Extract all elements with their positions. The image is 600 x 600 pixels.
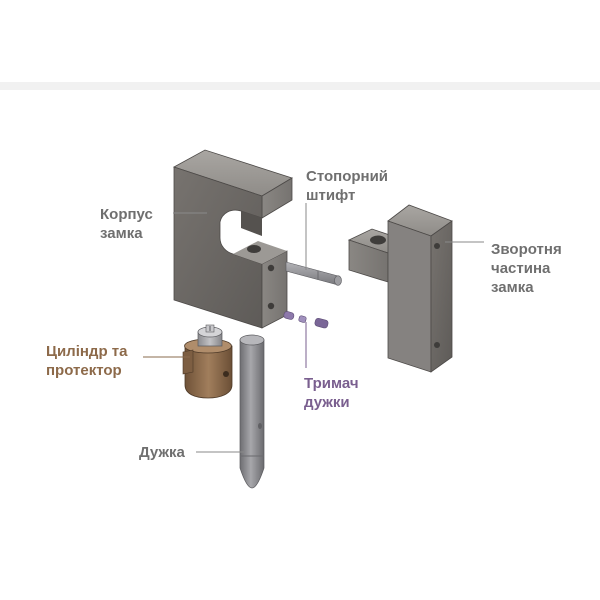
back-part-of-lock (347, 204, 453, 373)
cylinder-label: Циліндр та протектор (46, 342, 127, 380)
back-part-label: Зворотня частина замка (491, 240, 562, 297)
stop-pin-label-line1: Стопорний (306, 168, 389, 185)
lock-body-label-line2: замка (100, 225, 143, 242)
lock-body-part (173, 149, 293, 329)
back-part-label-line2: частина (491, 260, 551, 277)
shackle-label-line1: Дужка (139, 444, 185, 461)
stop-pin-label: Стопорний штифт (306, 167, 388, 205)
cylinder-label-line1: Циліндр та (46, 343, 128, 360)
shackle-retainer-part (283, 311, 329, 329)
shackle-retainer-label: Тримач дужки (304, 374, 359, 412)
stop-pin-part (285, 261, 342, 286)
back-part-label-line1: Зворотня (491, 241, 562, 258)
background-strip (0, 82, 600, 90)
cylinder-part (182, 324, 233, 399)
lock-body-label: Корпус замка (100, 205, 153, 243)
shackle-retainer-label-line1: Тримач (304, 375, 359, 392)
shackle-label: Дужка (139, 443, 185, 462)
shackle-part (239, 334, 265, 489)
shackle-retainer-label-line2: дужки (304, 394, 350, 411)
cylinder-label-line2: протектор (46, 362, 122, 379)
stop-pin-label-line2: штифт (306, 187, 356, 204)
lock-body-label-line1: Корпус (100, 206, 153, 223)
back-part-label-line3: замка (491, 279, 534, 296)
